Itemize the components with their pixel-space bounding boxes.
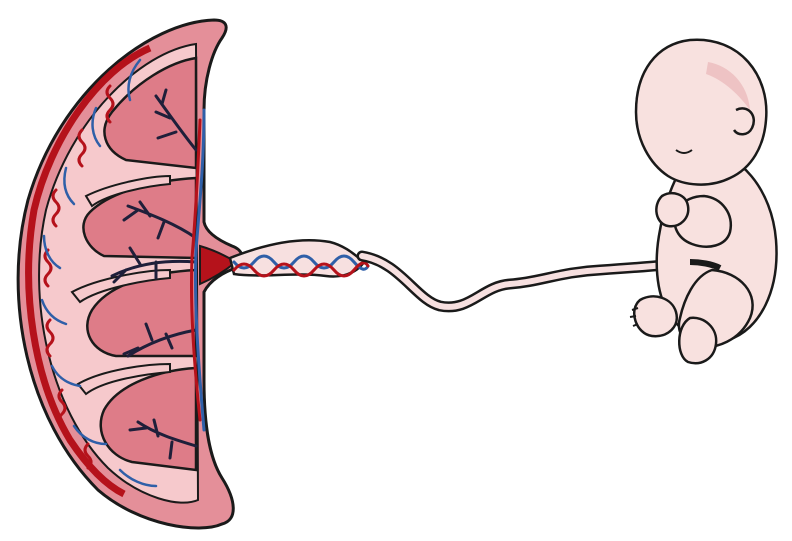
umbilical-cord: [230, 240, 694, 307]
fetus-hand: [656, 193, 688, 226]
fetus: [630, 40, 777, 363]
fetus-foot: [634, 296, 677, 336]
fetus-ear: [734, 108, 754, 134]
fetus-knee: [679, 318, 716, 363]
placenta: [18, 20, 242, 528]
